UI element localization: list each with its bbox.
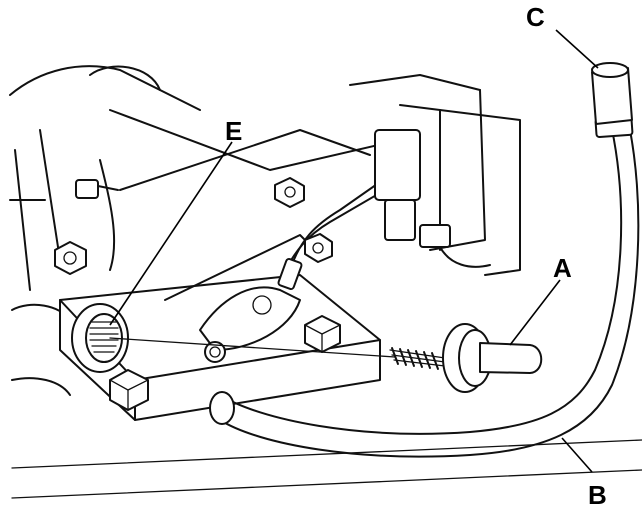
drain-port	[71, 303, 129, 373]
label-c: C	[526, 2, 545, 32]
label-e: E	[225, 116, 242, 146]
leaders	[109, 29, 599, 473]
bolt-small-center	[204, 341, 226, 363]
drain-plug	[389, 323, 543, 393]
bolt-left	[54, 241, 87, 275]
bolt-plate-left	[109, 369, 149, 411]
label-a: A	[553, 253, 572, 283]
wiring	[277, 129, 491, 291]
alignment-line	[109, 337, 396, 358]
floor-lines	[11, 439, 642, 499]
bolt-top-center	[274, 177, 305, 208]
drain-hose	[209, 115, 640, 458]
hose-cap	[591, 62, 633, 125]
label-b: B	[588, 480, 607, 510]
bolt-plate-right	[304, 315, 341, 353]
bolt-upper-left	[75, 179, 119, 199]
